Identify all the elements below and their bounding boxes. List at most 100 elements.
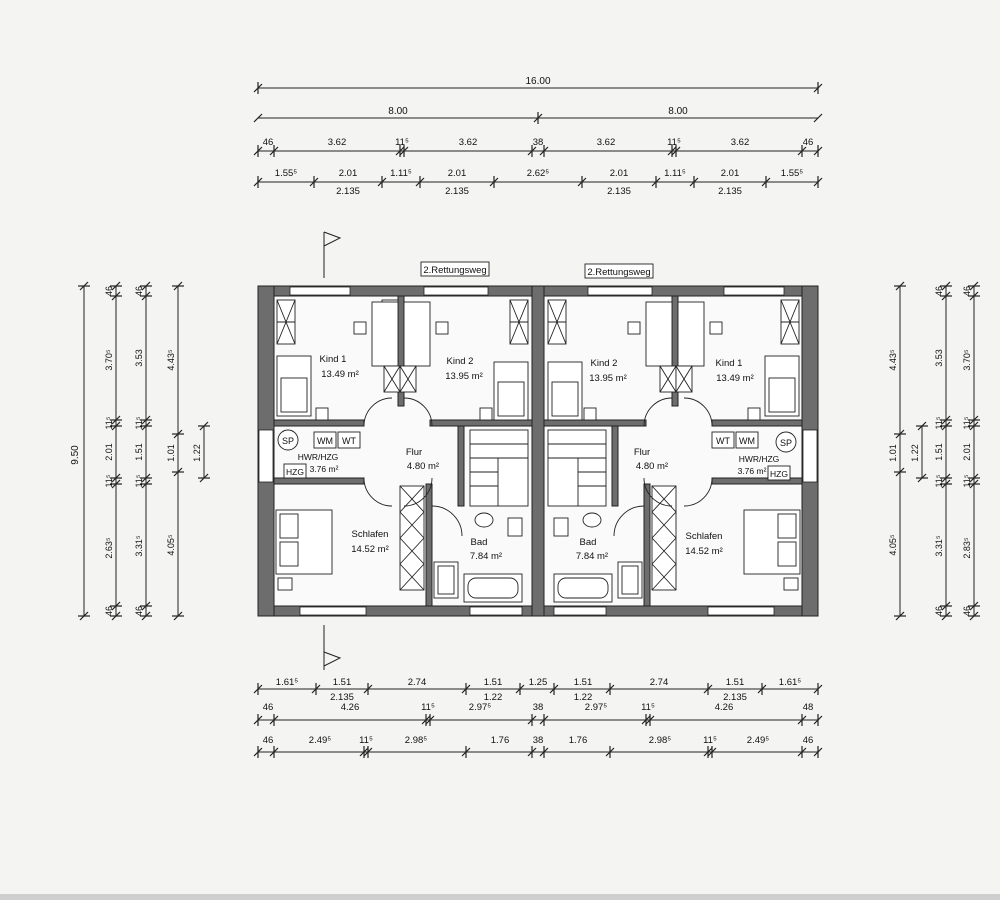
appliance-wt: WT: [342, 436, 356, 446]
appliance-hzg: HZG: [770, 469, 788, 479]
dim-label: 46: [263, 702, 274, 713]
furniture-right-unit: SP WT WM HZG: [547, 299, 801, 603]
dim-label: 3.53: [134, 349, 144, 367]
dim-label: 2.01: [610, 168, 629, 179]
dim-label: 1.55⁵: [275, 168, 297, 179]
dim-half-right: 8.00: [668, 106, 688, 117]
appliance-hzg: HZG: [286, 467, 304, 477]
dim-label: 46: [263, 137, 274, 148]
dim-label: 11⁵: [104, 416, 114, 429]
appliance-sp: SP: [780, 438, 792, 448]
dim-label: 11⁵: [962, 416, 972, 429]
appliance-wm: WM: [317, 436, 333, 446]
dim-label: 11⁵: [667, 137, 681, 148]
dim-label: 2.49⁵: [309, 735, 331, 746]
dim-label: 11⁵: [421, 702, 435, 713]
dim-label: 4.43⁵: [166, 349, 176, 371]
dim-label: 2.62⁵: [527, 168, 549, 179]
dim-label: 1.61⁵: [276, 677, 298, 688]
dim-label: 1.61⁵: [779, 677, 801, 688]
dim-label: 2.98⁵: [649, 735, 671, 746]
dim-label: 2.135: [330, 692, 354, 703]
dim-label: 4.26: [715, 702, 734, 713]
room-name-bad-right: Bad: [580, 537, 597, 548]
dim-label: 4.43⁵: [888, 349, 898, 371]
room-name-kind2-left: Kind 2: [447, 356, 474, 367]
dim-label: 1.51: [484, 677, 503, 688]
dim-label: 11⁵: [934, 474, 944, 487]
room-area-hwr-left: 3.76 m²: [310, 464, 339, 474]
dim-label: 2.135: [336, 186, 360, 197]
room-area-flur-right: 4.80 m²: [636, 461, 668, 472]
dim-label: 1.22: [574, 692, 593, 703]
dim-label: 1.55⁵: [781, 168, 803, 179]
dim-label: 2.135: [718, 186, 742, 197]
room-name-kind1-right: Kind 1: [716, 358, 743, 369]
dim-label: 46: [134, 606, 144, 616]
dim-label: 1.22: [484, 692, 503, 703]
room-area-kind1-right: 13.49 m²: [716, 373, 754, 384]
dim-label: 2.01: [721, 168, 740, 179]
dim-label: 1.51: [333, 677, 352, 688]
room-name-kind1-left: Kind 1: [320, 354, 347, 365]
dim-label: 46: [803, 735, 814, 746]
section-marker-top: [323, 231, 342, 278]
room-area-schlafen-right: 14.52 m²: [685, 546, 723, 557]
room-name-bad-left: Bad: [471, 537, 488, 548]
room-name-hwr-right: HWR/HZG: [739, 454, 780, 464]
dim-label: 3.62: [731, 137, 750, 148]
dim-label: 11⁵: [134, 416, 144, 429]
dim-label: 46: [962, 286, 972, 296]
room-area-bad-left: 7.84 m²: [470, 551, 502, 562]
dim-label: 46: [803, 137, 814, 148]
dim-label: 2.135: [607, 186, 631, 197]
room-name-hwr-left: HWR/HZG: [298, 452, 339, 462]
dim-label: 2.63⁵: [104, 537, 114, 559]
dim-label: 48: [803, 702, 814, 713]
left-dimension-chains: 9.50463.70⁵11⁵2.0111⁵2.63⁵46463.5311⁵1.5…: [70, 281, 210, 621]
dim-label: 1.01: [166, 444, 176, 462]
dim-label: 2.01: [962, 443, 972, 461]
dim-label: 1.76: [491, 735, 510, 746]
dim-label: 38: [533, 735, 544, 746]
escape-route-left: 2.Rettungsweg: [420, 261, 490, 277]
dim-label: 2.74: [650, 677, 669, 688]
dim-label: 3.62: [459, 137, 478, 148]
dim-label: 46: [134, 286, 144, 296]
dim-label: 4.05⁵: [166, 534, 176, 556]
appliance-wt: WT: [716, 436, 730, 446]
dim-label: 46: [263, 735, 274, 746]
dim-label: 2.97⁵: [585, 702, 607, 713]
room-labels-left: Kind 1 13.49 m² Kind 2 13.95 m² Flur 4.8…: [298, 354, 502, 562]
room-area-hwr-right: 3.76 m²: [738, 466, 767, 476]
dim-label: 2.83⁵: [962, 537, 972, 559]
dim-label: 11⁵: [134, 474, 144, 487]
appliance-sp: SP: [282, 436, 294, 446]
dim-label: 2.01: [104, 443, 114, 461]
dim-label: 3.31⁵: [134, 535, 144, 557]
room-area-bad-right: 7.84 m²: [576, 551, 608, 562]
dim-label: 11⁵: [962, 474, 972, 487]
room-area-flur-left: 4.80 m²: [407, 461, 439, 472]
dim-label: 11⁵: [641, 702, 655, 713]
dim-label: 1.25: [529, 677, 548, 688]
dim-total-depth: 9.50: [70, 445, 81, 465]
dim-label: 3.62: [597, 137, 616, 148]
dim-label: 11⁵: [395, 137, 409, 148]
dim-label: 1.22: [910, 444, 920, 462]
room-name-schlafen-left: Schlafen: [352, 529, 389, 540]
dim-label: 46: [104, 606, 114, 616]
dim-label: 2.98⁵: [405, 735, 427, 746]
room-name-flur-right: Flur: [634, 447, 650, 458]
dim-label: 2.74: [408, 677, 427, 688]
dim-label: 3.70⁵: [104, 349, 114, 371]
dim-label: 11⁵: [934, 416, 944, 429]
dim-label: 2.97⁵: [469, 702, 491, 713]
dim-label: 11⁵: [359, 735, 373, 746]
dim-half-left: 8.00: [388, 106, 408, 117]
room-labels-right: Kind 2 13.95 m² Kind 1 13.49 m² Flur 4.8…: [576, 358, 779, 562]
building-outline: [257, 285, 819, 617]
